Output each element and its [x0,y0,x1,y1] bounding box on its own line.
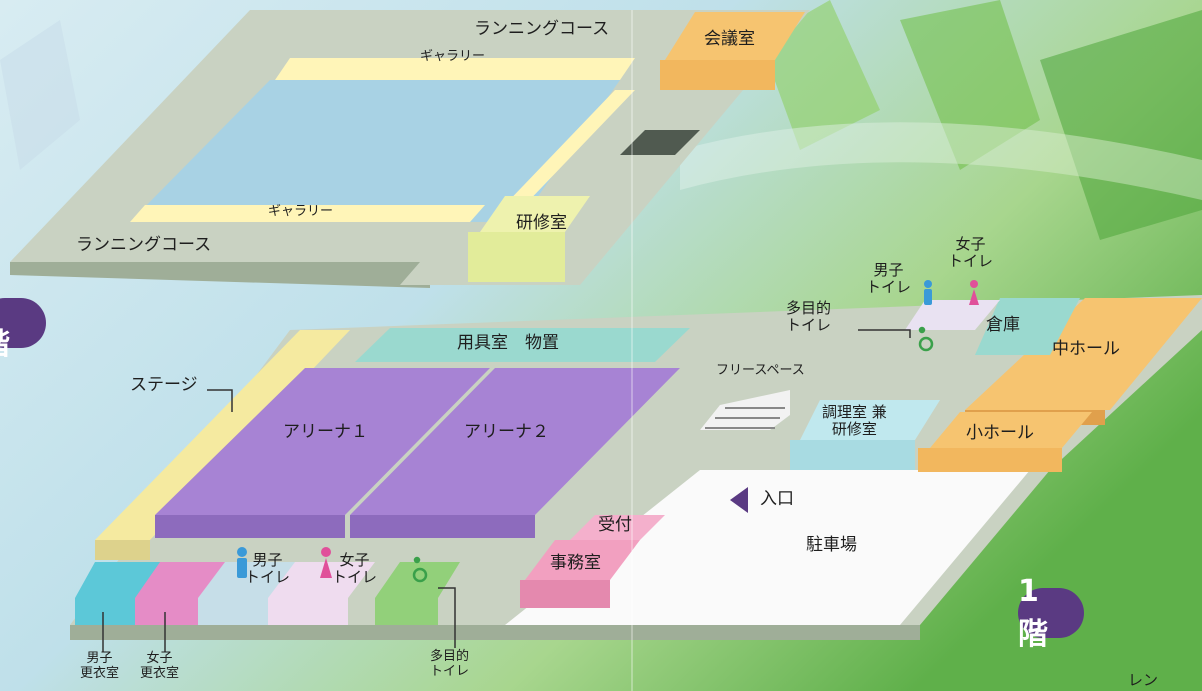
gallery-right [500,90,635,210]
man-icon-lower-body [237,558,247,578]
gallery-top-label: ギャラリー [420,49,486,64]
office-top [525,540,640,580]
parking-lot [505,470,1030,625]
small-hall-top [930,412,1092,448]
man-icon-upper-head [924,280,932,288]
men-toilet-lower-label: 男子 トイレ [245,551,291,587]
small-hall-label: 小ホール [966,423,1034,443]
gallery-bottom-label: ギャラリー [268,204,334,219]
wheelchair-icon-upper-wheel [918,336,934,352]
floor2-badge: 2 階 [0,284,46,362]
woman-icon-lower-head [321,547,331,557]
men-toilet-upper-label: 男子 トイレ [866,261,912,297]
arena2-front [350,515,535,538]
wheelchair-icon-lower-wheel [412,567,428,583]
cooking-room-top [800,400,940,440]
man-icon-upper [924,280,932,305]
men-changing-label: 男子 更衣室 [80,651,120,681]
floor2-base-side [10,262,430,288]
lower-multi-toilet-leader [438,587,456,648]
equipment-storage-label: 用具室 物置 [457,333,559,353]
first-floor-block [70,295,1202,640]
floor2-atrium [130,80,620,222]
reception-top [570,515,665,540]
warehouse-block [975,298,1080,355]
woman-icon-lower [320,547,332,578]
stairs-icon-shape [700,390,790,430]
leaf-decor-5 [680,122,1202,200]
cooking-room-front [790,440,915,470]
wheelchair-icon-upper-head [918,326,926,334]
women-toilet-upper-label: 女子 トイレ [948,235,994,271]
man-icon-lower [237,547,247,578]
running-course-top-label: ランニングコース [474,19,610,39]
meeting-room-front [660,60,775,90]
cooking-room-label: 調理室 兼 研修室 [822,403,887,439]
gallery-bottom [130,205,485,222]
wheelchair-icon-lower-head [413,556,421,564]
partial-edge-text: レン [1128,671,1159,689]
stage-leader [207,389,233,412]
floor1-base-side [70,625,920,640]
meeting-room-top [665,12,805,60]
arena2-top [350,368,680,515]
arena1-label: アリーナ１ [283,422,368,442]
stage-top [95,330,350,540]
women-toilet-lower [268,562,375,625]
woman-icon-lower-body [320,558,332,578]
man-icon-upper-body [924,289,932,305]
stairs-icon [700,390,790,430]
meeting-room-label: 会議室 [704,29,755,49]
office-front [520,580,610,608]
wheelchair-icon-lower [412,556,428,583]
women-toilet-lower-label: 女子 トイレ [332,551,378,587]
middle-hall-top [965,298,1202,410]
upper-toilets [905,300,1000,330]
leaf-decor [0,0,1202,240]
office-label: 事務室 [550,553,601,573]
stairs-icon-steps [705,407,785,429]
entrance-arrow-icon [730,487,748,513]
stairs-2f [620,130,700,155]
man-icon-lower-head [237,547,247,557]
stage-label: ステージ [130,375,198,395]
arena2-label: アリーナ２ [464,422,549,442]
leaf-decor-4 [0,20,80,170]
men-changing [75,562,165,625]
women-changing [135,562,235,625]
running-course-bottom-label: ランニングコース [76,235,212,255]
second-floor-block [10,10,810,288]
gallery-top [275,58,635,80]
woman-icon-upper-head [970,280,978,288]
warehouse-label: 倉庫 [986,315,1020,335]
multi-toilet-lower-label: 多目的 トイレ [430,649,470,679]
arena1-front [155,515,345,538]
reception-label: 受付 [598,515,632,535]
multi-toilet-lower [375,562,460,625]
wheelchair-icon-upper [918,326,934,352]
upper-multi-toilet-leader [858,329,911,338]
storage-top [355,328,690,362]
training-room-front [468,232,565,282]
women-changing-label: 女子 更衣室 [140,651,180,681]
multi-toilet-upper-label: 多目的 トイレ [786,299,832,335]
training-room-top [480,196,590,232]
training-room-label: 研修室 [516,213,567,233]
woman-icon-upper [969,280,979,305]
parking-label: 駐車場 [806,535,857,555]
middle-hall-label: 中ホール [1052,339,1120,359]
woman-icon-upper-body [969,289,979,305]
leaf-decor-1 [760,0,880,150]
leaf-decor-3 [1040,10,1202,240]
arena1-top [155,368,490,515]
stage-front [95,540,150,560]
small-hall-front [918,448,1062,472]
leaf-decor-2 [900,0,1040,170]
entrance-label: 入口 [760,489,794,509]
floor1-badge: 1 階 [1018,574,1084,652]
free-space-label: フリースペース [716,363,805,378]
